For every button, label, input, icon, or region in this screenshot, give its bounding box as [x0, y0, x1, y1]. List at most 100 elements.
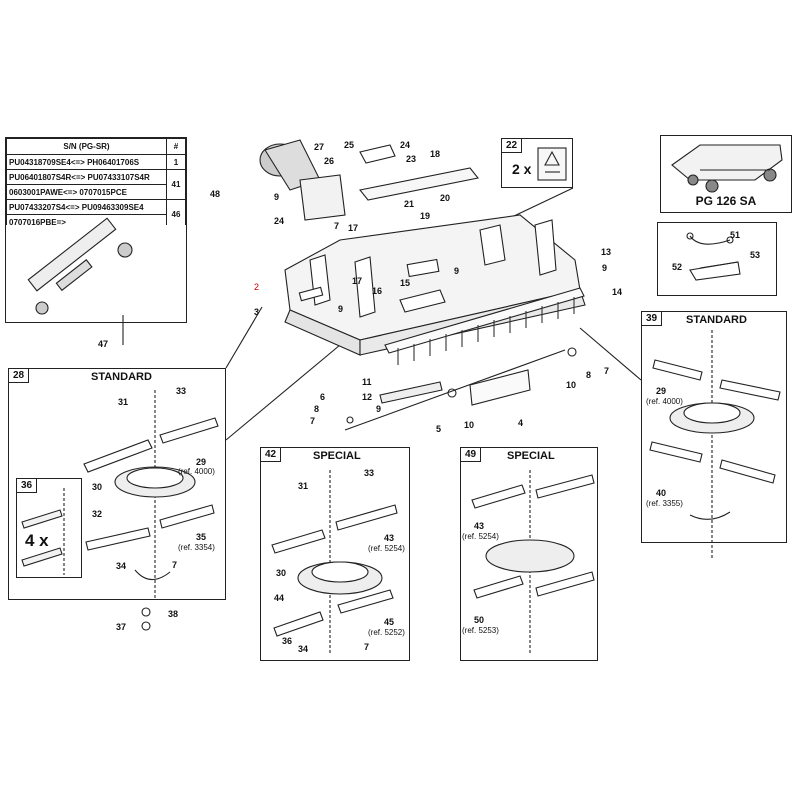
part-label: 32 [92, 509, 102, 519]
table-row: PU07433207S4<=> PU09463309SE4 46 [6, 199, 186, 230]
part-label: 31 [298, 481, 308, 491]
blade-assembly-39-drawing [649, 330, 781, 560]
part-label: 38 [168, 609, 178, 619]
box-title: SPECIAL [313, 450, 361, 462]
part-label: 50 [474, 615, 484, 625]
part-label: 2 [254, 282, 259, 292]
box-number: 22 [502, 139, 523, 153]
box-number: 39 [642, 312, 663, 326]
part-label: 9 [376, 404, 381, 414]
part-label: 30 [276, 568, 286, 578]
part-label: 37 [116, 622, 126, 632]
part-label: 47 [98, 339, 108, 349]
part-label: 8 [586, 370, 591, 380]
part-label: 9 [274, 192, 279, 202]
box-number: 49 [461, 448, 482, 462]
part-label: 20 [440, 193, 450, 203]
part-label: 29 [196, 457, 206, 467]
part-label: 51 [730, 230, 740, 240]
part-label: 4 [518, 418, 523, 428]
box49-labels: 43 (ref. 5254) 50 (ref. 5253) [462, 521, 499, 635]
part-label: 13 [601, 247, 611, 257]
part-label: 24 [400, 140, 410, 150]
part-label: 10 [566, 380, 576, 390]
box-title: STANDARD [91, 371, 152, 383]
ref-label: (ref. 3355) [646, 499, 683, 508]
main-part-labels: 2 3 4 5 6 7 7 7 8 8 9 9 9 9 9 10 10 11 1… [98, 140, 760, 434]
part-label: 29 [656, 386, 666, 396]
part-label: 9 [338, 304, 343, 314]
part-label: 33 [176, 386, 186, 396]
multiplier-label: 4 x [25, 531, 49, 550]
ref-label: (ref. 3354) [178, 543, 215, 552]
part-label: 18 [430, 149, 440, 159]
part-label: 36 [282, 636, 292, 646]
part-label: 7 [334, 221, 339, 231]
part-label: 14 [612, 287, 622, 297]
multiplier-label: 2 x [512, 161, 532, 177]
part-label: 17 [348, 223, 358, 233]
ref-label: (ref. 5253) [462, 626, 499, 635]
part-label: 23 [406, 154, 416, 164]
box39-labels: 29 (ref. 4000) 40 (ref. 3355) [646, 386, 683, 508]
part-label: 5 [436, 424, 441, 434]
part-label: 43 [384, 533, 394, 543]
part-label: 30 [92, 482, 102, 492]
part-label: 40 [656, 488, 666, 498]
part-label: 45 [384, 617, 394, 627]
part-label: 7 [604, 366, 609, 376]
callout-line [225, 344, 341, 441]
part-label: 11 [362, 377, 372, 387]
part-label: 21 [404, 199, 414, 209]
box-number: 42 [261, 448, 282, 462]
cable-drawing [686, 232, 741, 281]
part-label: 9 [602, 263, 607, 273]
part-label: 7 [310, 416, 315, 426]
cable-detail-box [657, 222, 777, 296]
part-label: 52 [672, 262, 682, 272]
pg-frame-drawing [671, 144, 783, 193]
ref-label: (ref. 5254) [368, 544, 405, 553]
part-label: 6 [320, 392, 325, 402]
callout-line [225, 306, 263, 369]
table-header-row: S/N (PG-SR) # [6, 138, 186, 155]
serial-table: S/N (PG-SR) # PU04318709SE4<=> PH0640170… [6, 138, 186, 230]
box28-labels: 31 33 29 (ref. 4000) 30 32 35 (ref. 3354… [92, 386, 215, 632]
serial-number-table: S/N (PG-SR) # PU04318709SE4<=> PH0640170… [5, 137, 187, 230]
part-label: 17 [352, 276, 362, 286]
box42-labels: 31 33 43 (ref. 5254) 30 44 45 (ref. 5252… [274, 468, 405, 654]
part-label: 26 [324, 156, 334, 166]
ref-label: (ref. 5254) [462, 532, 499, 541]
part-label: 7 [172, 560, 177, 570]
detail-box-22: 22 2 x [501, 138, 573, 188]
part-label: 10 [464, 420, 474, 430]
blade-assembly-42-drawing [271, 470, 398, 655]
pg-model-label: PG 126 SA [695, 194, 757, 208]
part-label: 16 [372, 286, 382, 296]
part-label: 44 [274, 593, 284, 603]
part-label: 12 [362, 392, 372, 402]
part-label: 27 [314, 142, 324, 152]
part-label: 34 [298, 644, 308, 654]
box-title: STANDARD [686, 314, 747, 326]
warning-icon-drawing [537, 147, 567, 181]
part-label: 31 [118, 397, 128, 407]
part-label: 8 [314, 404, 319, 414]
box-number: 36 [17, 479, 38, 493]
part-label: 35 [196, 532, 206, 542]
blade-assembly-49-drawing [471, 470, 595, 655]
part-label: 15 [400, 278, 410, 288]
part-label: 3 [254, 307, 259, 317]
drive-shaft-drawing [27, 217, 133, 345]
part-label: 24 [274, 216, 284, 226]
ref-label: (ref. 4000) [178, 467, 215, 476]
ref-label: (ref. 5252) [368, 628, 405, 637]
part-label: 25 [344, 140, 354, 150]
box-title: SPECIAL [507, 450, 555, 462]
ref-label: (ref. 4000) [646, 397, 683, 406]
blade-assembly-36-drawing [21, 488, 65, 575]
blade-assembly-28-drawing [83, 390, 219, 631]
box-number: 28 [9, 369, 30, 383]
